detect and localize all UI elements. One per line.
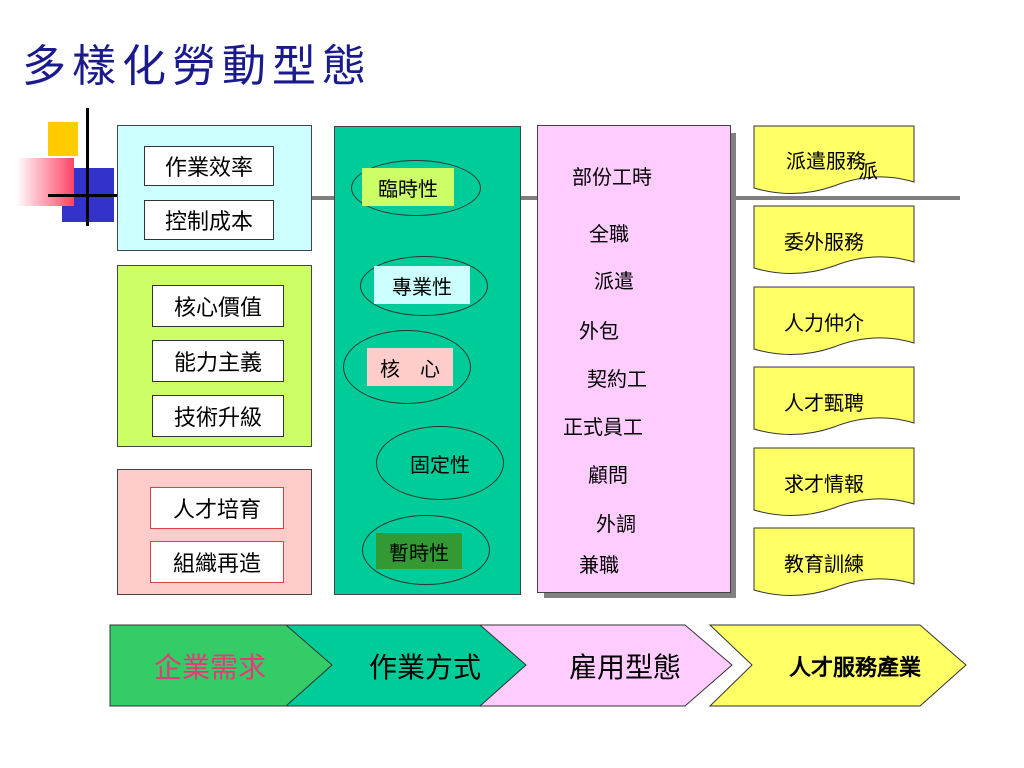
needs-box: 人才培育: [150, 487, 284, 529]
method-ellipse: [351, 160, 481, 216]
flow-step-needs: 企業需求: [153, 651, 266, 684]
method-ellipse: [360, 256, 488, 316]
method-label: 固定性: [410, 452, 470, 477]
method-label: 專業性: [374, 266, 470, 304]
needs-box: 技術升級: [152, 395, 284, 437]
employment-item: 外調: [596, 512, 636, 536]
method-ellipse: [376, 426, 504, 500]
method-label: 核 心: [367, 348, 453, 386]
flow-step-method: 作業方式: [368, 651, 481, 684]
service-item: 人力仲介: [784, 311, 864, 335]
needs-box: 核心價值: [152, 285, 284, 327]
employment-item: 部份工時: [572, 165, 652, 189]
employment-item: 顧問: [588, 463, 628, 487]
employment-item: 外包: [579, 319, 619, 343]
service-item: 求才情報: [784, 472, 864, 496]
service-item-overlap: 派: [858, 159, 878, 183]
method-ellipse: [343, 330, 471, 404]
method-ellipse: [362, 515, 490, 585]
employment-panel: [537, 125, 731, 593]
page-title: 多樣化勞動型態: [22, 41, 372, 92]
flow-step-services: 人才服務產業: [788, 655, 921, 681]
employment-item: 全職: [589, 222, 629, 246]
method-label: 臨時性: [362, 168, 454, 206]
method-label: 暫時性: [376, 533, 462, 569]
flow-step-employment: 雇用型態: [568, 651, 681, 684]
needs-box: 組織再造: [150, 541, 284, 583]
service-item: 委外服務: [784, 230, 864, 254]
employment-item: 兼職: [579, 553, 619, 577]
employment-item: 派遣: [594, 269, 634, 293]
employment-item: 正式員工: [563, 415, 643, 439]
employment-item: 契約工: [587, 367, 647, 391]
needs-box: 控制成本: [144, 200, 274, 240]
service-item: 派遣服務: [786, 149, 866, 173]
needs-box: 能力主義: [152, 340, 284, 382]
service-item: 人才甄聘: [784, 391, 864, 415]
needs-box: 作業效率: [144, 146, 274, 186]
service-item: 教育訓練: [784, 552, 864, 576]
